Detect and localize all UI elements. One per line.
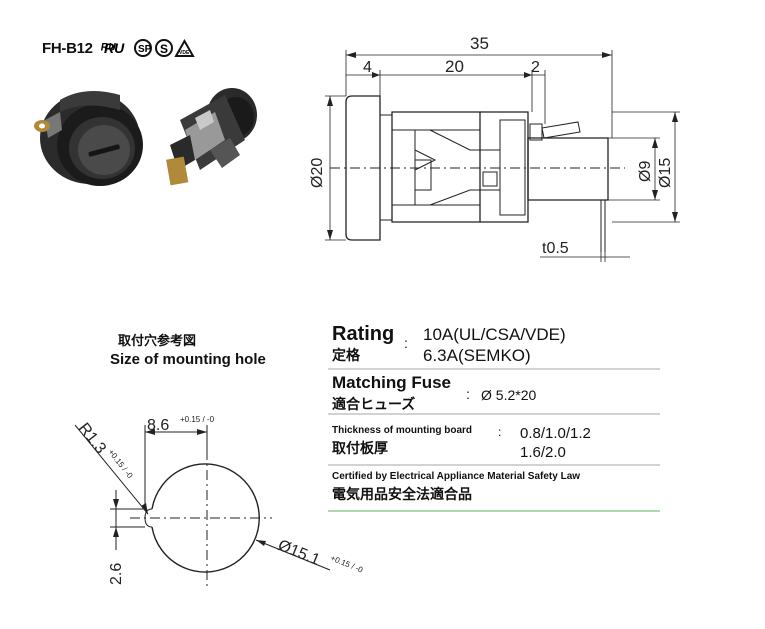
side-view-drawing (330, 95, 625, 252)
hole-height: 2.6 (108, 563, 125, 585)
thickness-value-1: 0.8/1.0/1.2 (520, 425, 591, 442)
hole-arrowheads (113, 429, 266, 546)
rating-colon: : (404, 335, 408, 351)
hole-diameter-tol: +0.15 / -0 (329, 554, 364, 575)
dim-35: 35 (470, 34, 489, 53)
mounting-hole-title: Size of mounting hole (110, 351, 266, 368)
product-photo-front (34, 91, 143, 186)
svg-text:ᴿᵁ: ᴿᵁ (100, 41, 116, 58)
dim-d20: Ø20 (309, 158, 326, 188)
dim-d15: Ø15 (657, 158, 674, 188)
cert-label-jp: 電気用品安全法適合品 (332, 486, 472, 502)
rating-value-2: 6.3A(SEMKO) (423, 346, 531, 365)
mounting-hole-drawing (74, 424, 331, 590)
thickness-value-2: 1.6/2.0 (520, 444, 566, 461)
thickness-label: Thickness of mounting board (332, 425, 473, 436)
product-photo-side (166, 88, 257, 186)
semko-mark-icon: S (155, 39, 173, 57)
side-view-dimensions (325, 50, 680, 262)
svg-text:RU: RU (104, 40, 125, 56)
hole-diameter: Ø15.1 (276, 537, 323, 569)
dim-4: 4 (363, 59, 372, 76)
hole-radius: R1.3 (75, 420, 109, 457)
hole-radius-tol: +0.15 / -0 (106, 448, 134, 481)
svg-text:S: S (160, 42, 168, 56)
rating-label: Rating (332, 323, 395, 345)
arrowheads (327, 52, 678, 240)
vde-mark-icon: VDE (174, 38, 195, 57)
rating-label-jp: 定格 (332, 347, 360, 363)
svg-text:SP: SP (138, 44, 152, 55)
hole-width: 8.6 (147, 417, 169, 434)
hole-width-tol: +0.15 / -0 (180, 415, 215, 424)
dim-2: 2 (531, 59, 540, 76)
fuse-colon: : (466, 386, 470, 402)
mounting-hole-title-jp: 取付穴参考図 (118, 333, 197, 348)
spec-table-lines (328, 368, 660, 512)
cert-label: Certified by Electrical Appliance Materi… (332, 471, 581, 482)
rating-value-1: 10A(UL/CSA/VDE) (423, 325, 566, 344)
fuse-label-jp: 適合ヒューズ (332, 396, 416, 412)
dim-d9: Ø9 (637, 161, 654, 182)
svg-text:VDE: VDE (179, 50, 190, 56)
dim-20: 20 (445, 57, 464, 76)
model-label: FH-B12 (42, 40, 93, 57)
dim-t05: t0.5 (542, 240, 569, 257)
thickness-label-jp: 取付板厚 (332, 440, 388, 456)
fuse-value: Ø 5.2*20 (481, 387, 537, 403)
fuse-label: Matching Fuse (332, 373, 452, 392)
thickness-colon: : (498, 425, 502, 439)
csa-mark-icon: SP (134, 39, 152, 57)
